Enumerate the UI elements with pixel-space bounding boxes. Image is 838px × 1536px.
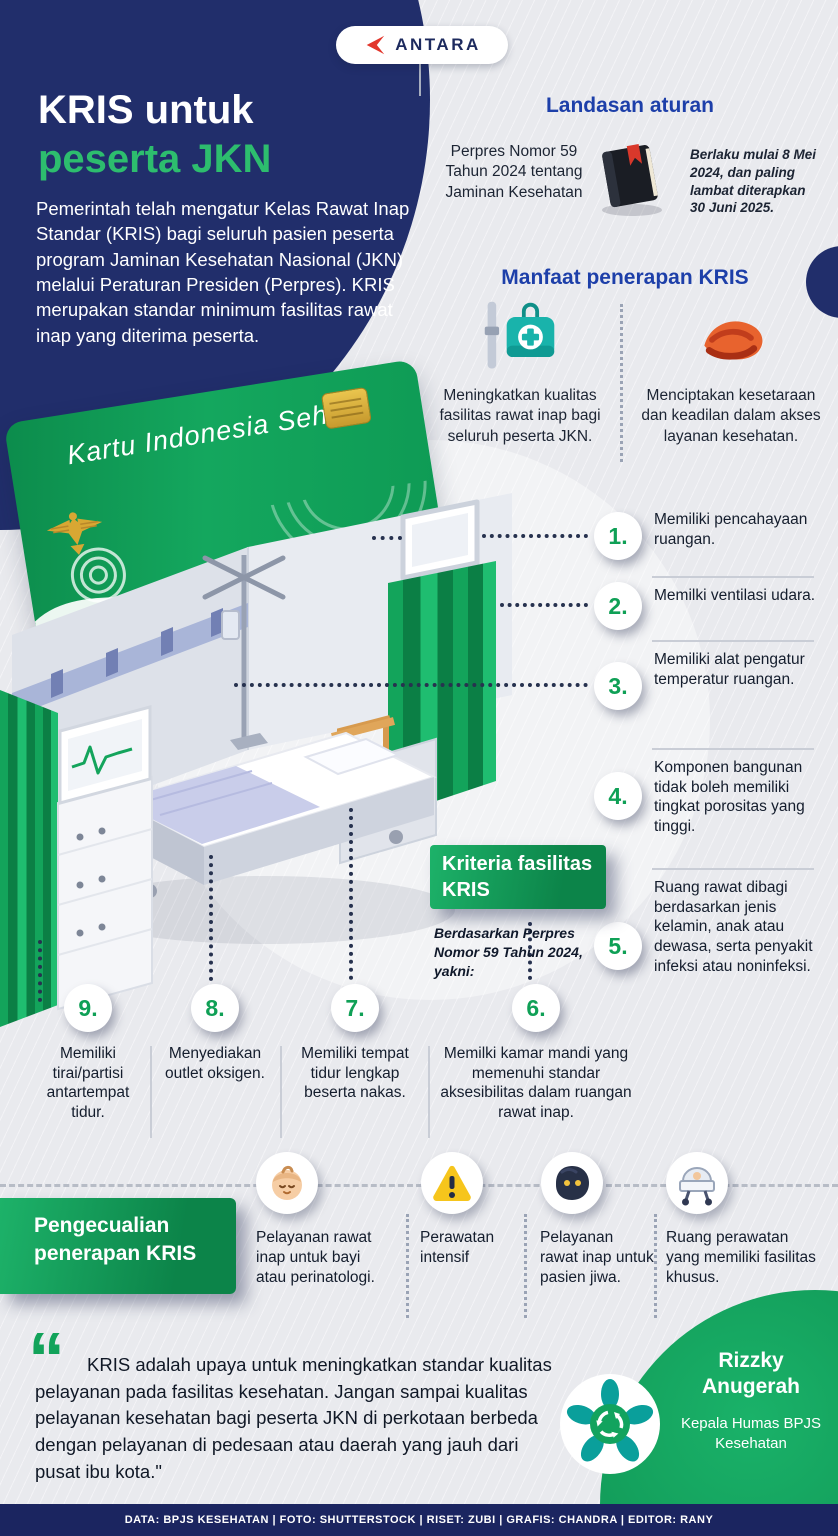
card-chip xyxy=(320,386,372,430)
criteria-text-6: Memilki kamar mandi yang memenuhi standa… xyxy=(440,1045,632,1122)
landasan-note: Berlaku mulai 8 Mei 2024, dan paling lam… xyxy=(690,147,817,216)
criteria-separator-4 xyxy=(652,868,814,870)
criteria-number-9: 9. xyxy=(64,984,112,1032)
first-aid-kit-icon xyxy=(424,298,616,378)
criteria-text-1: Memiliki pencahayaan ruangan. xyxy=(654,511,808,548)
criteria-text-3: Memiliki alat pengatur temperatur ruanga… xyxy=(654,651,805,688)
antara-logo: ANTARA xyxy=(336,26,508,64)
landasan-body: Perpres Nomor 59 Tahun 2024 tentang Jami… xyxy=(445,143,583,201)
kis-card-label: Kartu Indonesia Sehat xyxy=(64,395,355,471)
antara-arrow-icon xyxy=(366,35,385,55)
title-line-1: KRIS untuk xyxy=(38,88,254,132)
bottom-separator-1 xyxy=(150,1046,152,1138)
leader-line-1b xyxy=(482,534,588,538)
brand-stem-line xyxy=(419,64,421,96)
leader-line-8 xyxy=(209,855,213,981)
criteria-number-8: 8. xyxy=(191,984,239,1032)
manfaat-item-1: Meningkatkan kualitas fasilitas rawat in… xyxy=(424,298,616,447)
quote-mark: “ xyxy=(28,1317,65,1400)
criteria-text-5: Ruang rawat dibagi berdasarkan jenis kel… xyxy=(654,879,813,975)
leader-line-2 xyxy=(500,603,588,607)
quote-author: Rizzky Anugerah xyxy=(701,1349,800,1399)
criteria-text-2: Memilki ventilasi udara. xyxy=(654,587,816,604)
leader-line-1a xyxy=(372,536,402,540)
iv-stand xyxy=(202,555,286,750)
bottom-separator-3 xyxy=(428,1046,430,1138)
criteria-number-3: 3. xyxy=(594,662,642,710)
leader-line-7 xyxy=(349,808,353,980)
manfaat-divider xyxy=(620,304,623,462)
criteria-number-1: 1. xyxy=(594,512,642,560)
manfaat-item-2: Menciptakan kesetaraan dan keadilan dala… xyxy=(636,298,826,447)
criteria-number-6: 6. xyxy=(512,984,560,1032)
exception-divider-3 xyxy=(654,1214,657,1318)
quote-text: KRIS adalah upaya untuk meningkatkan sta… xyxy=(35,1354,552,1482)
exception-dashed-line xyxy=(0,1184,838,1187)
garuda-emblem xyxy=(46,512,103,555)
kriteria-note: Berdasarkan Perpres Nomor 59 Tahun 2024,… xyxy=(434,925,583,979)
patient-monitor xyxy=(57,705,153,1011)
exception-text-2: Perawatan intensif xyxy=(420,1229,495,1267)
title-line-2: peserta JKN xyxy=(38,136,272,181)
criteria-text-9: Memiliki tirai/partisi antartempat tidur… xyxy=(46,1045,130,1122)
criteria-text-7: Memiliki tempat tidur lengkap beserta na… xyxy=(301,1045,409,1102)
mental-patient-icon xyxy=(541,1152,603,1214)
criteria-number-5: 5. xyxy=(594,922,642,970)
exception-text-3: Pelayanan rawat inap untuk pasien jiwa. xyxy=(540,1229,654,1287)
equality-icon xyxy=(636,298,826,378)
leader-line-9 xyxy=(38,940,42,1002)
exception-text-4: Ruang perawatan yang memiliki fasilitas … xyxy=(666,1229,816,1287)
quote-author-role: Kepala Humas BPJS Kesehatan xyxy=(680,1415,822,1452)
intro-paragraph: Pemerintah telah mengatur Kelas Rawat In… xyxy=(36,198,410,346)
criteria-number-4: 4. xyxy=(594,772,642,820)
criteria-text-8: Menyediakan outlet oksigen. xyxy=(165,1045,265,1082)
blanket xyxy=(116,766,320,844)
criteria-separator-3 xyxy=(652,748,814,750)
criteria-separator-1 xyxy=(652,576,814,578)
leader-line-3 xyxy=(234,683,588,687)
page-title: KRIS untuk peserta JKN xyxy=(38,86,438,184)
wall-rail xyxy=(12,603,248,717)
baby-icon xyxy=(256,1152,318,1214)
ecg-trace xyxy=(71,745,133,775)
pengecualian-banner: Pengecualian penerapan KRIS xyxy=(0,1198,236,1294)
criteria-text-4: Komponen bangunan tidak boleh memiliki t… xyxy=(654,759,805,836)
exception-divider-1 xyxy=(406,1214,409,1318)
criteria-separator-2 xyxy=(652,640,814,642)
footer-credits-bar: DATA: BPJS KESEHATAN | FOTO: SHUTTERSTOC… xyxy=(0,1504,838,1536)
leader-line-6 xyxy=(528,922,532,980)
incubator-icon xyxy=(666,1152,728,1214)
exception-divider-2 xyxy=(524,1214,527,1318)
book-icon xyxy=(602,144,662,216)
brand-name: ANTARA xyxy=(395,35,481,54)
exception-text-1: Pelayanan rawat inap untuk bayi atau per… xyxy=(256,1229,375,1287)
footer-credits: DATA: BPJS KESEHATAN | FOTO: SHUTTERSTOC… xyxy=(124,1514,714,1526)
manfaat-text-2: Menciptakan kesetaraan dan keadilan dala… xyxy=(641,387,821,445)
kriteria-banner: Kriteria fasilitas KRIS xyxy=(430,845,606,909)
left-curtain xyxy=(0,690,58,1027)
criteria-number-7: 7. xyxy=(331,984,379,1032)
manfaat-heading: Manfaat penerapan KRIS xyxy=(501,266,749,289)
pillow xyxy=(303,737,401,776)
bpjs-logo xyxy=(558,1372,662,1476)
manfaat-text-1: Meningkatkan kualitas fasilitas rawat in… xyxy=(439,387,601,445)
warning-icon xyxy=(421,1152,483,1214)
bottom-separator-2 xyxy=(280,1046,282,1138)
criteria-number-2: 2. xyxy=(594,582,642,630)
hospital-bed xyxy=(113,731,437,898)
landasan-heading: Landasan aturan xyxy=(545,94,715,117)
